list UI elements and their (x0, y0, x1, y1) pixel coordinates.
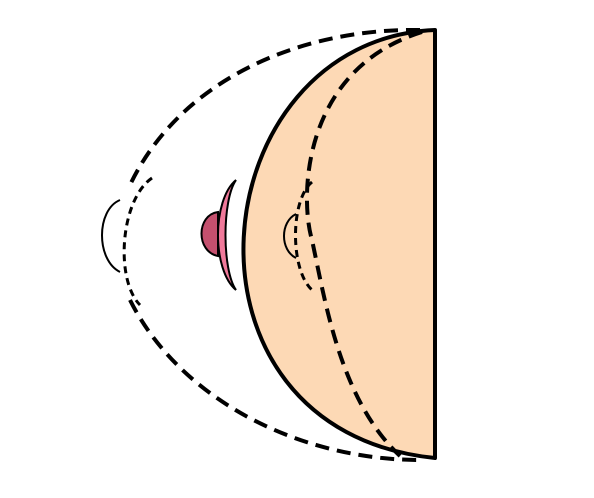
nipple (200, 210, 219, 258)
dashed-outer-profile (128, 27, 421, 462)
outer-nipple-outline (101, 199, 121, 273)
dashed-inner-profile (304, 30, 423, 458)
areola (217, 179, 237, 291)
dashed-outer-nipple-outline (122, 176, 153, 307)
solid-profile-shape (241, 28, 437, 460)
inner-nipple-outline (283, 213, 297, 259)
